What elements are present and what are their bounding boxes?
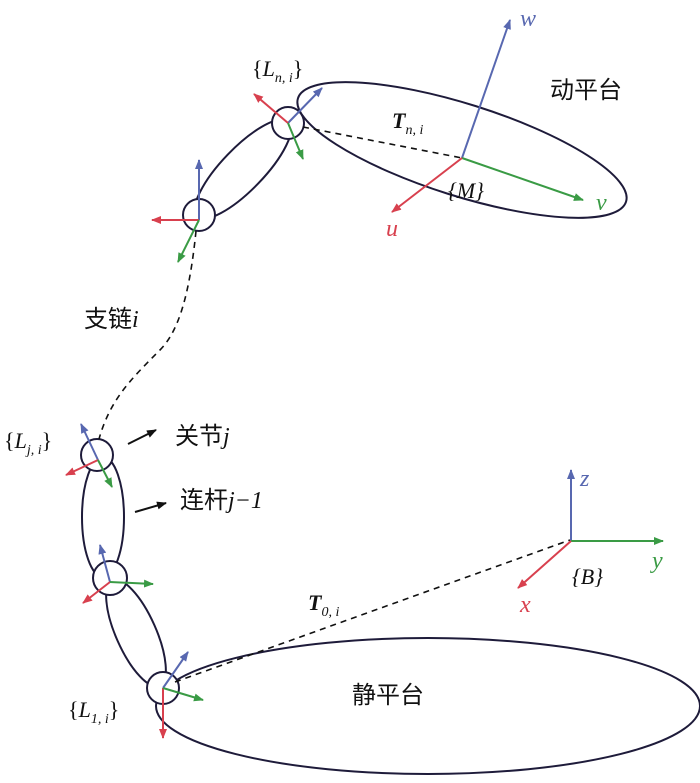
axis-y-label: y <box>650 548 663 574</box>
T-n-vector <box>302 126 463 159</box>
axis-z-label: z <box>579 466 590 492</box>
branch-chain-label: 支链i <box>84 305 139 333</box>
moving-platform-label: 动平台 <box>550 76 622 104</box>
T-0-label: T0, i <box>308 590 339 620</box>
axis-v-label: v <box>596 190 607 216</box>
axis-w <box>461 19 511 159</box>
T-n-label: Tn, i <box>392 108 423 138</box>
frame-L1-label: {L1, i} <box>68 697 119 727</box>
axis-w-label: w <box>520 6 536 32</box>
branch-chain-dashed <box>98 230 197 440</box>
joint-j <box>80 438 114 472</box>
static-platform-label: 静平台 <box>352 681 424 709</box>
static-platform <box>155 637 700 775</box>
axis-x-label: x <box>519 592 531 618</box>
axis-v <box>461 157 584 201</box>
axis-u <box>391 157 463 213</box>
joint-callout-arrow <box>127 429 157 445</box>
link-label: 连杆j−1 <box>180 486 263 514</box>
frame-Ln-label: {Ln, i} <box>252 56 303 86</box>
joint-middle <box>92 560 128 596</box>
T-0-vector <box>174 539 571 683</box>
axis-x <box>517 540 572 589</box>
axis-u-label: u <box>386 216 398 242</box>
frame-M-label: {M} <box>448 178 484 203</box>
link-callout-arrow <box>134 501 167 513</box>
moving-platform <box>296 81 628 219</box>
frame-B-label: {B} <box>572 564 603 589</box>
frame-Lj-label: {Lj, i} <box>4 428 52 458</box>
joint-label: 关节j <box>175 422 230 450</box>
